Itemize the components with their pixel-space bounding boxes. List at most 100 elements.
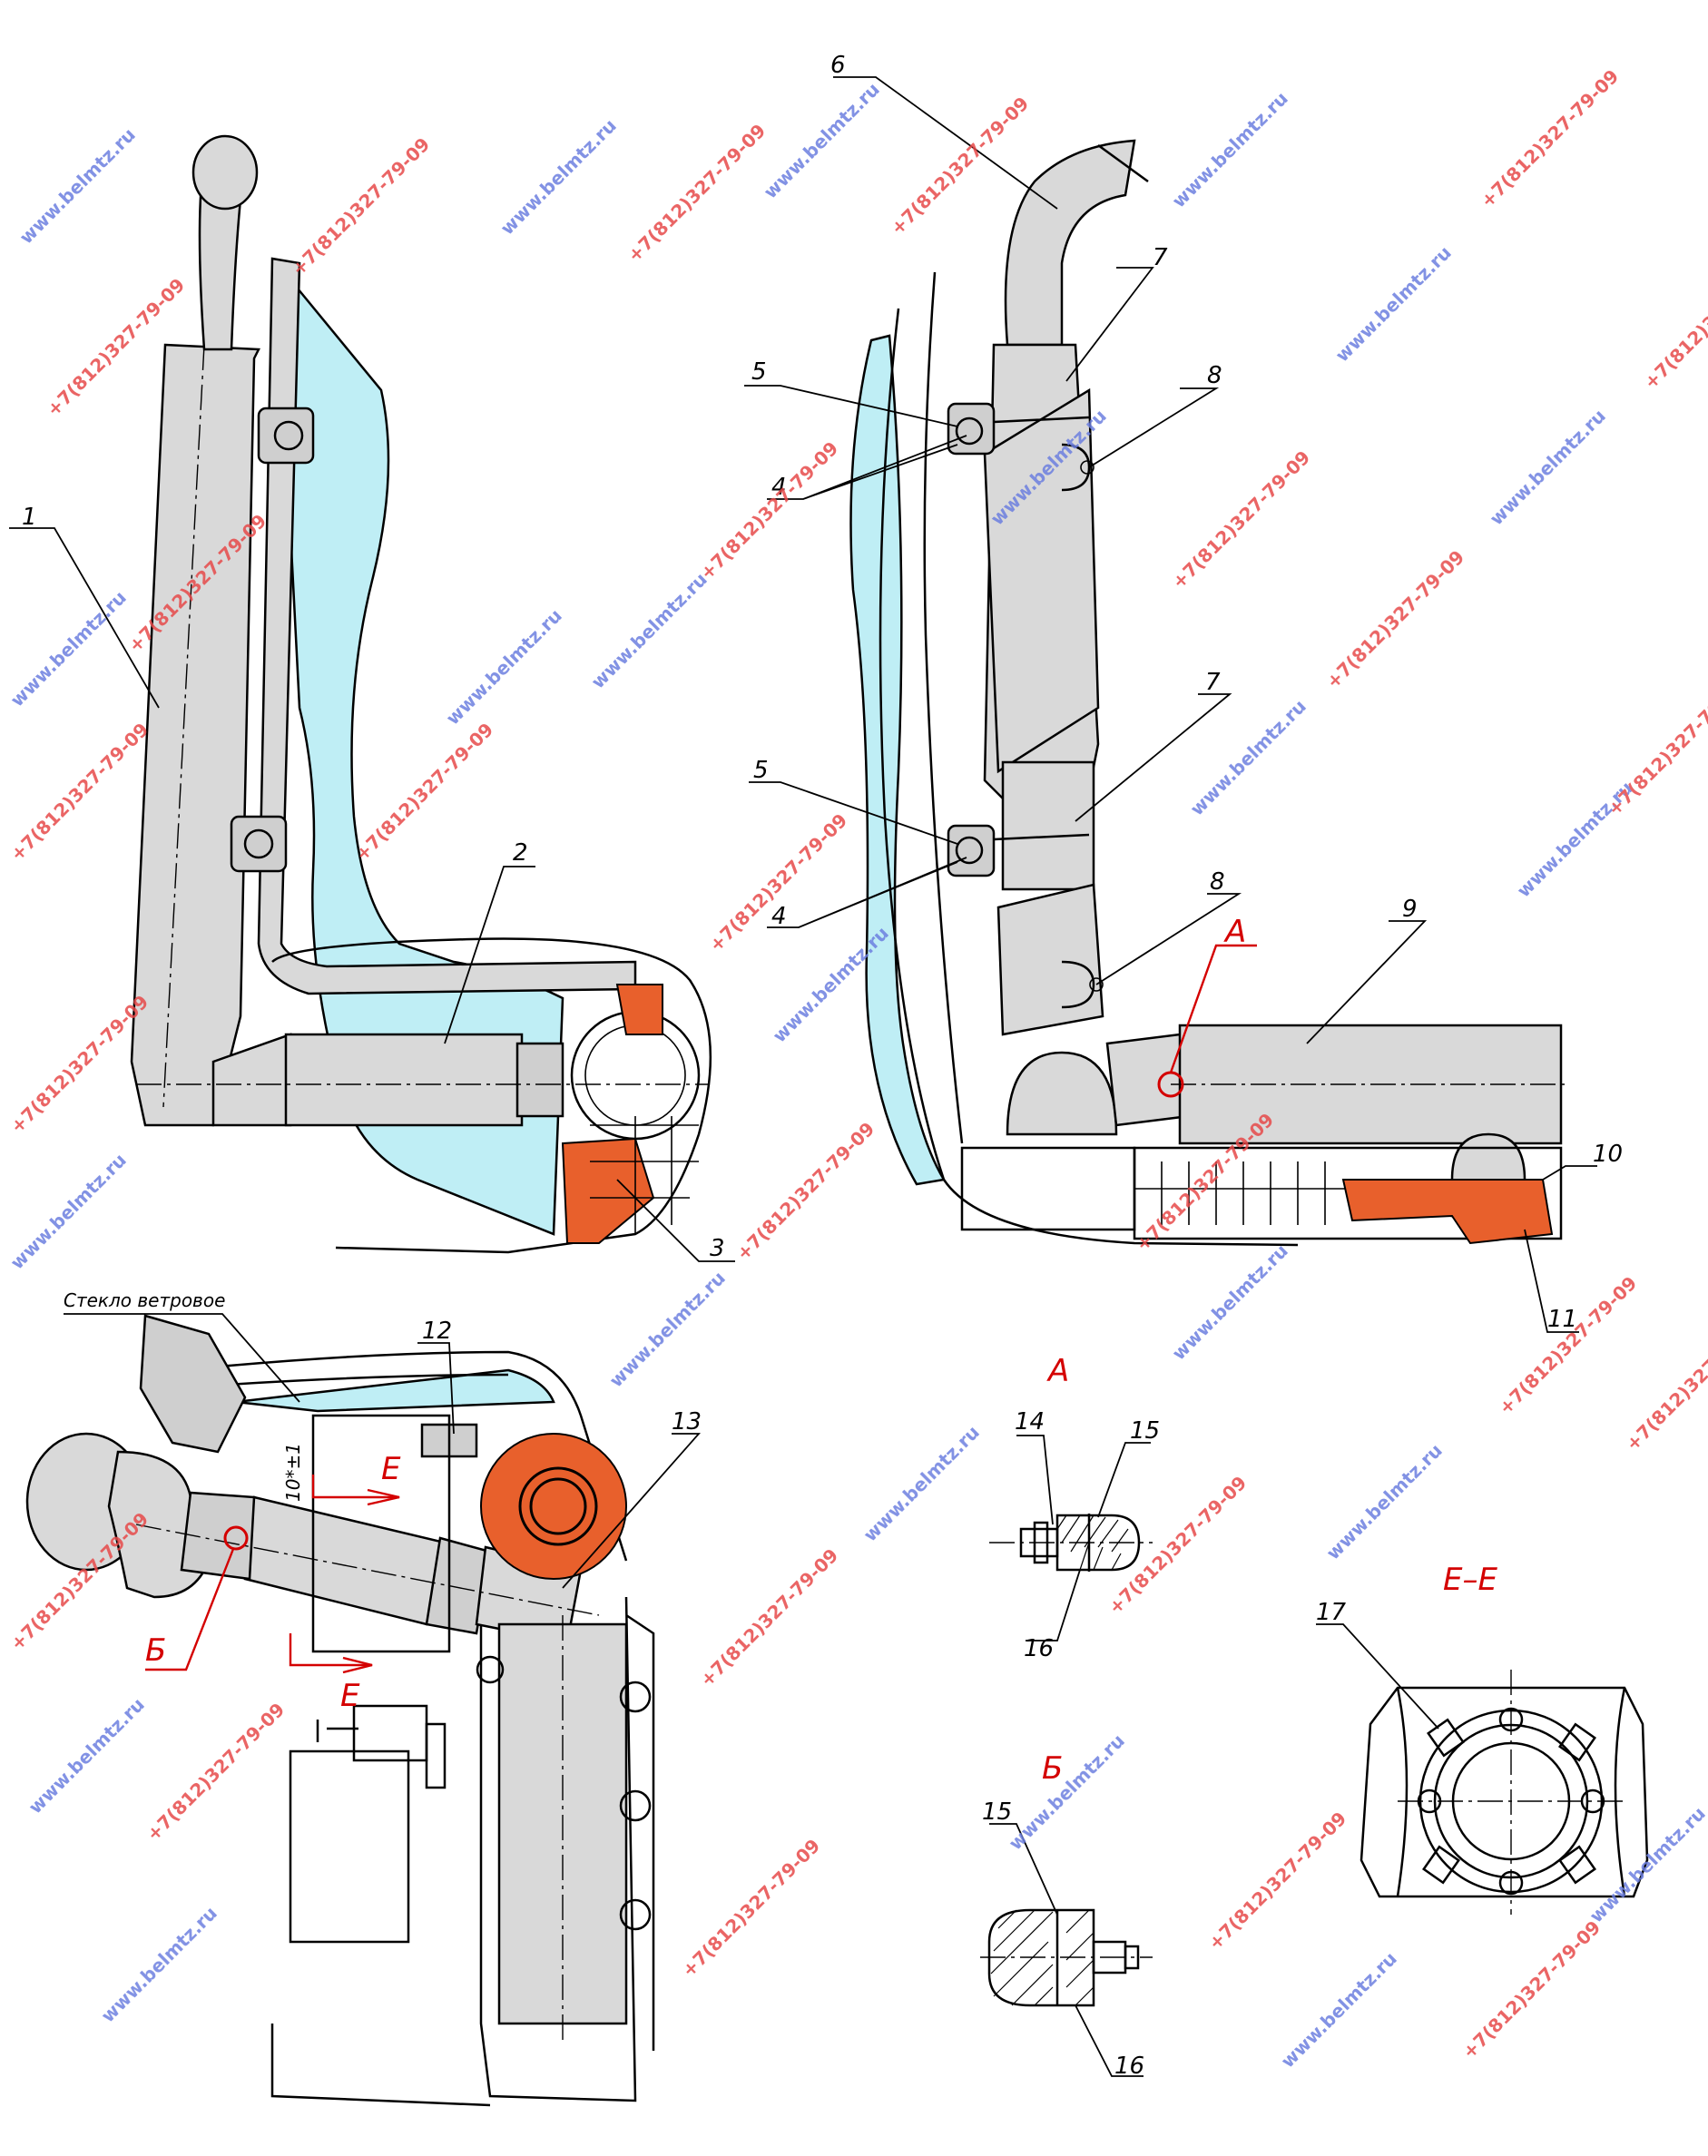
clamp-bolt-lower-left [243,828,274,859]
callout-15a: 15 [1130,1417,1160,1445]
windshield-bracket [139,1314,247,1454]
callout-14: 14 [1015,1408,1045,1436]
callout-7b: 7 [1205,669,1221,696]
leader-2 [444,866,535,1044]
engine-part-highlight-2 [561,1137,655,1244]
section-e-top: Е [381,1451,401,1487]
tail-pipe-opening-left [191,134,259,211]
section-e-bottom-line [289,1633,372,1667]
filter-body-top [311,1414,451,1653]
section-e-top-line [311,1475,399,1499]
watermark-phone: +7(812)327-79-09 [678,1835,825,1982]
callout-11: 11 [1547,1306,1577,1333]
bracket-bolt-upper [1080,460,1094,475]
watermark-site: www.belmtz.ru [6,586,131,710]
callout-13: 13 [672,1408,702,1436]
engine-block-front [960,1146,1136,1231]
detail-a-hatch [1056,1514,1129,1571]
callout-17: 17 [1316,1599,1347,1626]
engine-bolt-1 [619,1681,652,1713]
heat-shield-lower [996,883,1104,1036]
leader-13 [562,1433,701,1589]
leader-17 [1316,1623,1439,1730]
leader-3 [616,1179,735,1262]
watermark-phone: +7(812)327-79-09 [1104,1472,1252,1619]
leader-10 [1542,1165,1597,1181]
section-a-marker: А [1223,914,1246,950]
watermark-phone: +7(812)327-79-09 [6,991,153,1138]
band-lower-right [993,833,1090,841]
leader-5a [744,385,958,427]
ee-housing-inner [1396,1687,1626,1897]
watermark-site: www.belmtz.ru [1168,87,1292,211]
watermark-site: www.belmtz.ru [760,78,884,202]
watermark-phone: +7(812)327-79-09 [732,1118,879,1265]
clamp-bolt-lower-right [955,836,984,865]
view-top: Е Е Б Стекло ветровое 10*±1 12 13 [25,1289,702,2107]
turbocharger-bore [529,1477,587,1535]
watermark-phone: +7(812)327-79-09 [1168,446,1315,593]
watermark-site: www.belmtz.ru [1486,405,1610,529]
clamp-bolt-upper-right [955,416,984,446]
callout-6: 6 [830,52,846,79]
watermark-site: www.belmtz.ru [496,114,621,239]
section-e-bottom-arrow [342,1656,373,1674]
leader-4a [767,435,967,500]
section-e-top-arrow [367,1488,400,1506]
view-right-side: А 6 7 8 5 4 7 5 4 8 9 10 11 [744,52,1623,1333]
heat-shield-upper [983,387,1100,774]
cab-floor-top [270,2024,491,2107]
side-housing-top [289,1749,410,1944]
detail-a-body [1055,1514,1141,1572]
centerline-pipe-top [135,1524,600,1616]
connector-right [1105,1033,1191,1127]
detail-a: А 14 15 16 [989,1353,1160,1662]
watermark-site: www.belmtz.ru [442,604,566,729]
ee-clamp-2 [1558,1722,1596,1762]
leader-15a [1097,1442,1151,1518]
watermark-phone: +7(812)327-79-09 [1322,546,1469,693]
centerline-muffler-left [162,344,205,1108]
pipe-segment-2 [284,1033,524,1127]
watermark-site: www.belmtz.ru [1005,1730,1129,1854]
callout-2: 2 [513,839,528,867]
watermark-phone: +7(812)327-79-09 [887,93,1034,240]
leader-8a [1088,387,1220,468]
clamp-lower-left [230,815,288,873]
watermark-phone: +7(812)327-79-09 [288,133,435,280]
turbo-outlet-inner-left [584,1024,686,1126]
callout-8b: 8 [1210,868,1225,896]
callout-3: 3 [710,1235,725,1262]
ee-housing [1360,1686,1649,1898]
watermark-phone: +7(812)327-79-09 [1640,247,1708,394]
callout-12: 12 [422,1318,452,1345]
detail-b-body [987,1908,1095,2007]
watermark-site: www.belmtz.ru [1331,241,1456,366]
clamp-upper-left [257,407,315,465]
watermark-phone: +7(812)327-79-09 [142,1699,290,1846]
watermark-site: www.belmtz.ru [97,1902,221,2026]
leader-16a [1026,1569,1081,1642]
callout-16a: 16 [1024,1635,1054,1662]
component-11-highlight [1341,1179,1554,1245]
valve-handle [316,1720,358,1742]
watermark-phone: +7(812)327-79-09 [705,809,852,956]
leader-5b [749,781,958,845]
callout-4b: 4 [771,903,787,930]
callout-4a: 4 [771,474,787,501]
detail-b-hatch [990,1909,1094,2006]
callout-16b: 16 [1114,2053,1144,2080]
view-left-side: 1 2 3 [9,134,735,1262]
tail-pipe-right [1004,139,1136,347]
engine-bolt-3 [619,1898,652,1931]
watermark-phone: +7(812)327-79-09 [1477,65,1624,212]
watermark-site: www.belmtz.ru [1168,1240,1292,1364]
tail-pipe-cut-right [1097,143,1149,183]
leader-12 [417,1342,455,1435]
elbow-right [1006,1051,1118,1136]
pipe-connector-top [425,1536,492,1635]
detail-b: Б 15 16 [980,1750,1153,2080]
watermark-site: www.belmtz.ru [25,1693,149,1818]
bracket-8-lower [1061,960,1095,1009]
